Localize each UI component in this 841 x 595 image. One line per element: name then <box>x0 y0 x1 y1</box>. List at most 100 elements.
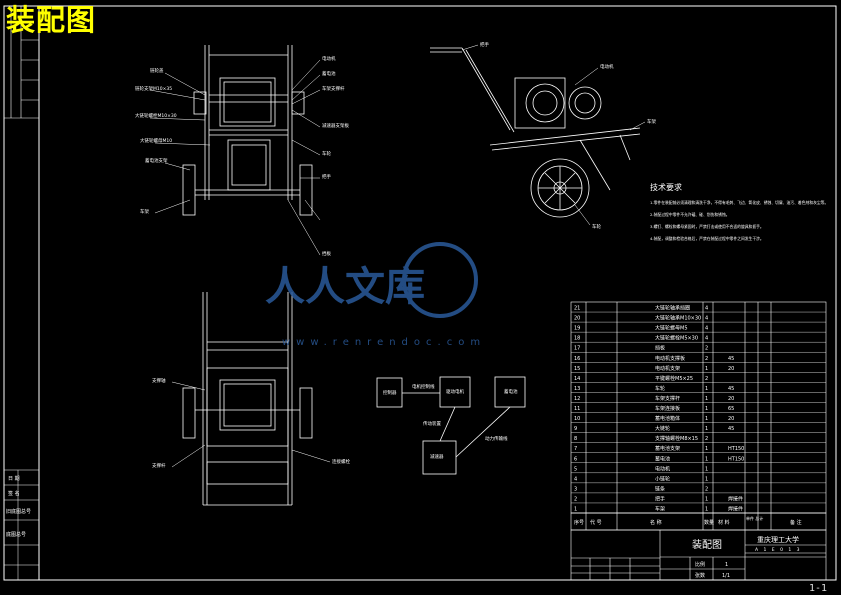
bom-cell-material: 45 <box>728 356 734 362</box>
callout-t0: 链轮盖 <box>150 67 164 74</box>
bom-cell-qty: 2 <box>705 356 708 362</box>
bom-cell-no: 20 <box>574 316 580 322</box>
bom-cell-qty: 1 <box>705 406 708 412</box>
title-scale-value: 1 <box>725 562 728 568</box>
front-view <box>182 45 313 216</box>
bom-h-note: 备 注 <box>790 519 802 526</box>
callout-s0: 把手 <box>480 41 489 48</box>
block-link-2: 动力传输线 <box>485 435 508 442</box>
bom-cell-name: 小链轮 <box>655 475 670 482</box>
callout-t12: 挡板 <box>322 250 331 257</box>
drawing-title: 装配图 <box>6 3 97 37</box>
callout-t8: 车架支撑杆 <box>322 85 345 92</box>
bom-cell-name: 电动机 <box>655 465 670 472</box>
bom-cell-name: 大链轮轴承挡圈 <box>655 305 690 312</box>
tech-req-3: 3.螺钉、螺栓和螺母紧固时，严禁打击或使用不合适的旋具和扳手。 <box>650 224 764 229</box>
bom-cell-qty: 1 <box>705 386 708 392</box>
bom-cell-material: 20 <box>728 366 734 372</box>
top-view <box>182 292 313 506</box>
bom-cell-qty: 2 <box>705 346 708 352</box>
tech-req-4: 4.装配，调整和检验合格后，严禁在装配过程中零件之间发生干涉。 <box>650 236 764 241</box>
bom-cell-name: 车架 <box>655 506 665 513</box>
bom-h-no: 序号 <box>574 519 584 526</box>
bom-cell-material: 20 <box>728 396 734 402</box>
bom-cell-qty: 1 <box>705 496 708 502</box>
sheet-number: 1-1 <box>808 583 827 594</box>
title-school: 重庆理工大学 <box>757 535 799 544</box>
callout-t1: 链轮支架M10×35 <box>135 85 172 92</box>
bom-cell-qty: 1 <box>705 396 708 402</box>
bom-cell-qty: 1 <box>705 416 708 422</box>
bom-cell-no: 13 <box>574 386 580 392</box>
bom-cell-qty: 4 <box>705 336 708 342</box>
bom-cell-no: 16 <box>574 356 580 362</box>
bom-cell-material: 45 <box>728 426 734 432</box>
bom-cell-no: 1 <box>574 507 577 513</box>
bom-cell-no: 10 <box>574 416 580 422</box>
tech-req-heading: 技术要求 <box>650 182 682 192</box>
bom-cell-no: 11 <box>574 406 580 412</box>
bom-cell-qty: 4 <box>705 326 708 332</box>
callout-t5: 车架 <box>140 208 149 215</box>
bom-cell-name: 支撑轴螺栓M8×15 <box>655 435 698 442</box>
bom-cell-material: 焊接件 <box>728 506 743 513</box>
bom-cell-name: 蓄电池 <box>655 455 670 462</box>
callout-t9: 减速器支架板 <box>322 122 349 129</box>
bom-cell-no: 21 <box>574 306 580 312</box>
tech-req-1: 1.零件在装配前必须清理和清洗干净，不得有毛刺、飞边、氧化皮、锈蚀、切屑、油污、… <box>650 200 828 205</box>
block-box-0: 控制器 <box>383 389 397 396</box>
watermark: 人人文库 www.renrendoc.com <box>265 242 486 348</box>
bom-cell-no: 15 <box>574 366 580 372</box>
bom-table <box>570 301 827 531</box>
bom-cell-name: 车架连接板 <box>655 405 680 412</box>
technical-requirements: 技术要求 1.零件在装配前必须清理和清洗干净，不得有毛刺、飞边、氧化皮、锈蚀、切… <box>650 182 828 241</box>
bom-cell-material: HT150 <box>728 456 744 462</box>
callout-b0: 支撑轴 <box>152 377 166 384</box>
bom-cell-name: 蓄电池支架 <box>655 445 680 452</box>
callout-s1: 电动机 <box>600 63 614 70</box>
bom-cell-name: 把手 <box>655 495 665 502</box>
title-scale-label: 比例 <box>695 561 705 568</box>
title-sheet-value: 1/1 <box>722 573 730 579</box>
tech-req-2: 2.装配过程中零件不允许磕、碰、划伤和锈蚀。 <box>650 212 730 217</box>
bom-cell-material: 20 <box>728 416 734 422</box>
callout-s2: 车架 <box>647 118 656 125</box>
bom-cell-qty: 1 <box>705 507 708 513</box>
bom-cell-material: 45 <box>728 386 734 392</box>
callout-s3: 车轮 <box>592 223 601 230</box>
callout-t4: 蓄电池支架 <box>145 157 168 164</box>
block-diagram <box>376 376 526 475</box>
bom-cell-no: 2 <box>574 496 577 502</box>
watermark-brand: 人人文库 <box>265 264 425 310</box>
bom-cell-no: 19 <box>574 326 580 332</box>
bom-cell-no: 9 <box>574 426 577 432</box>
bom-h-weight: 单件 总计 <box>746 515 763 521</box>
callout-t10: 车轮 <box>322 150 331 157</box>
title-drawing-name: 装配图 <box>692 538 722 551</box>
bom-cell-qty: 2 <box>705 376 708 382</box>
bom-cell-material: 65 <box>728 406 734 412</box>
front-view-leaders <box>149 59 321 256</box>
bom-cell-no: 5 <box>574 466 577 472</box>
block-box-2: 蓄电池 <box>504 388 518 395</box>
bom-cell-no: 12 <box>574 396 580 402</box>
bom-cell-name: 大链轮 <box>655 425 670 432</box>
bom-cell-no: 6 <box>574 456 577 462</box>
callout-t2: 大链轮螺栓M10×30 <box>135 112 177 119</box>
block-box-3: 减速器 <box>430 453 444 460</box>
bom-cell-qty: 1 <box>705 466 708 472</box>
bom-cell-qty: 4 <box>705 316 708 322</box>
bom-cell-name: 车轮 <box>655 385 665 392</box>
watermark-url: www.renrendoc.com <box>282 337 486 348</box>
bom-h-material: 材 料 <box>718 519 730 526</box>
side-view <box>430 47 641 218</box>
bom-cell-no: 4 <box>574 476 577 482</box>
bom-cell-name: 电动机支撑板 <box>655 355 685 362</box>
bom-cell-material: HT150 <box>728 446 744 452</box>
bom-cell-name: 大链轮螺栓M5×30 <box>655 335 698 342</box>
strip-label-sign: 签 名 <box>8 490 20 497</box>
bom-cell-no: 8 <box>574 436 577 442</box>
bom-cell-material: 焊接件 <box>728 495 743 502</box>
